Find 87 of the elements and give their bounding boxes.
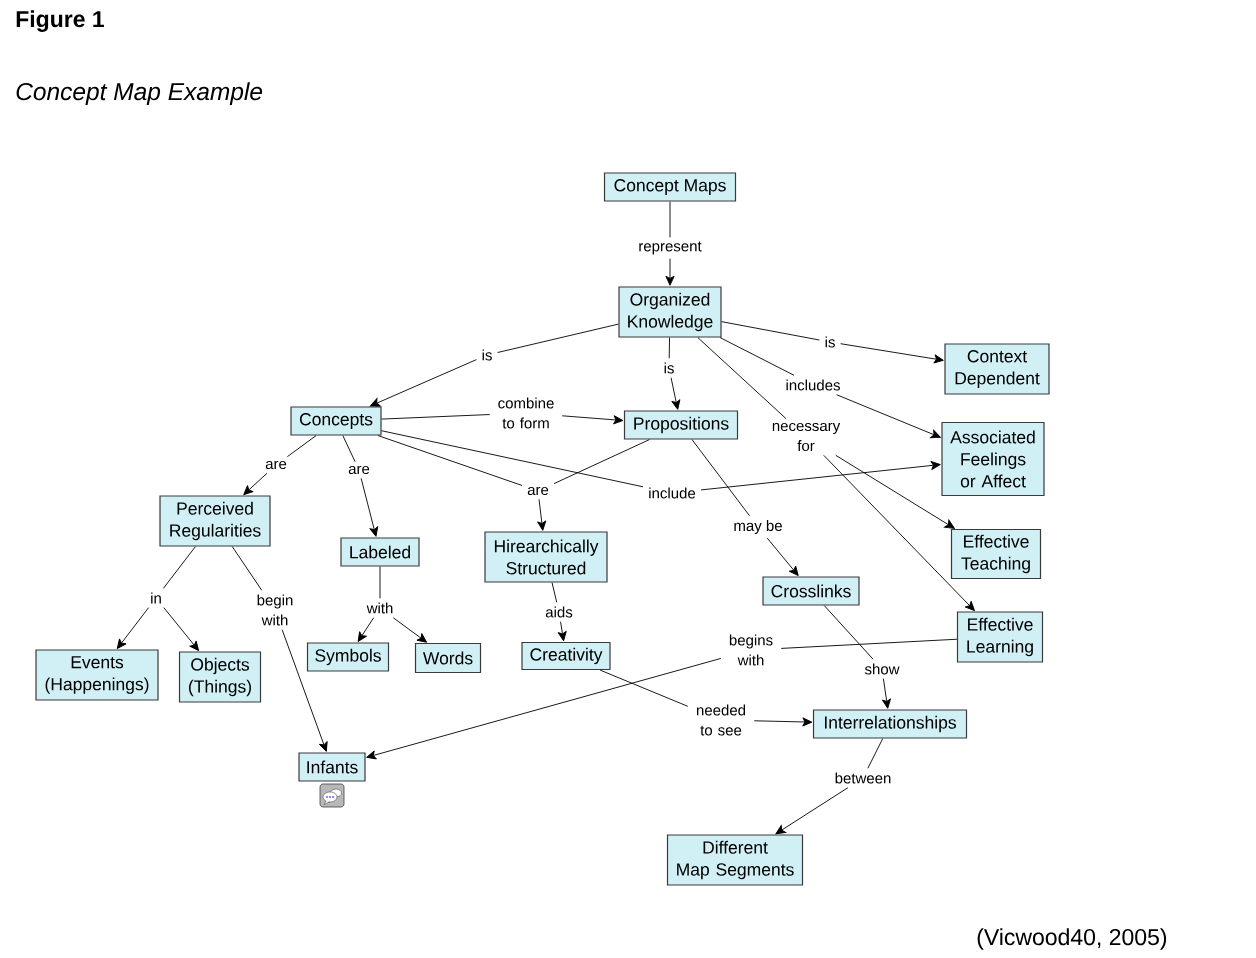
concept-box: Hirearchically Structured [484,531,608,583]
connector-line [823,605,874,660]
arrow [766,537,799,576]
linking-phrase: begin with [257,594,293,626]
linking-phrase: show [864,663,900,675]
concept-box: Crosslinks [762,576,860,606]
linking-phrase: aids [545,606,573,618]
concept-box: Events (Happenings) [35,649,159,701]
linking-phrase: between [835,772,891,784]
connector-line [162,546,196,589]
linking-phrase: necessary for [772,422,841,452]
linking-phrase: with [366,602,393,614]
concept-box: Concept Maps [603,172,737,202]
connector-line [231,546,263,591]
linking-phrase: includes [786,379,840,391]
arrow [557,621,567,642]
connector-line [342,435,356,463]
arrow [561,415,624,425]
linking-phrase: in [151,592,161,604]
linking-phrase: is [825,336,835,348]
concept-box: Context Dependent [944,343,1050,395]
arrow [243,472,268,496]
figure-title: Figure 1 [16,10,104,32]
arrow [823,454,975,612]
arrow [281,629,328,752]
concept-box: Creativity [521,641,611,671]
linking-phrase: are [348,465,370,475]
concept-box: Objects (Things) [178,651,262,703]
arrow [163,607,200,651]
connector-line [867,738,884,769]
linking-phrase: begins with [729,634,773,666]
connector-line [551,582,558,603]
concept-box: Perceived Regularities [159,495,271,547]
figure-caption: Concept Map Example [16,82,263,106]
linking-phrase: needed to see [696,704,746,736]
connector-line [668,337,670,359]
connector-line [381,414,491,420]
linking-phrase: include [649,487,696,499]
source-note: (Vicwood40, 2005) [977,928,1167,950]
arrow [116,607,150,649]
connector-line [719,337,795,376]
concept-box: Interrelationships [812,709,968,739]
concept-box: Effective Learning [956,611,1044,663]
concept-box: Symbols [306,642,390,672]
arrow [753,717,813,727]
linking-phrase: are [265,460,287,470]
arrow [357,617,375,642]
concept-box: Labeled [340,537,420,567]
concept-box: Different Map Segments [666,834,804,886]
arrow [392,617,428,643]
connector-line [691,439,751,517]
arrow [670,377,681,410]
concept-box: Associated Feelings or Affect [941,421,1045,497]
linking-phrase: combine to form [498,397,554,429]
arrow [835,454,955,529]
arrow [700,461,941,491]
connector-line [553,439,650,485]
arrow [775,787,849,835]
concept-box: Concepts [290,406,382,436]
concept-box: Organized Knowledge [618,286,722,338]
connector-line [497,323,619,353]
connector-line [377,435,523,486]
linking-phrase: is [482,349,492,361]
connector-line [379,566,381,599]
linking-phrase: is [664,362,674,374]
linking-phrase: may be [734,520,782,534]
connector-line [286,435,317,458]
arrow [360,477,379,537]
linking-phrase: represent [639,241,702,255]
connector-line [697,337,787,420]
connector-line [669,201,671,238]
arrow [665,258,675,286]
connector-line [599,669,689,707]
linking-phrase: are [527,486,549,496]
concept-box: Infants [298,752,366,782]
arrow [881,678,891,709]
arrow [369,359,477,407]
arrow [537,498,547,531]
concept-box: Propositions [623,410,739,440]
connector-line [780,638,958,649]
connector-line [381,430,644,488]
connector-line [721,321,820,341]
arrow [366,657,722,760]
arrow [840,343,944,364]
arrow [836,394,941,439]
concept-box: Effective Teaching [950,528,1042,580]
concept-box: Words [414,642,482,674]
